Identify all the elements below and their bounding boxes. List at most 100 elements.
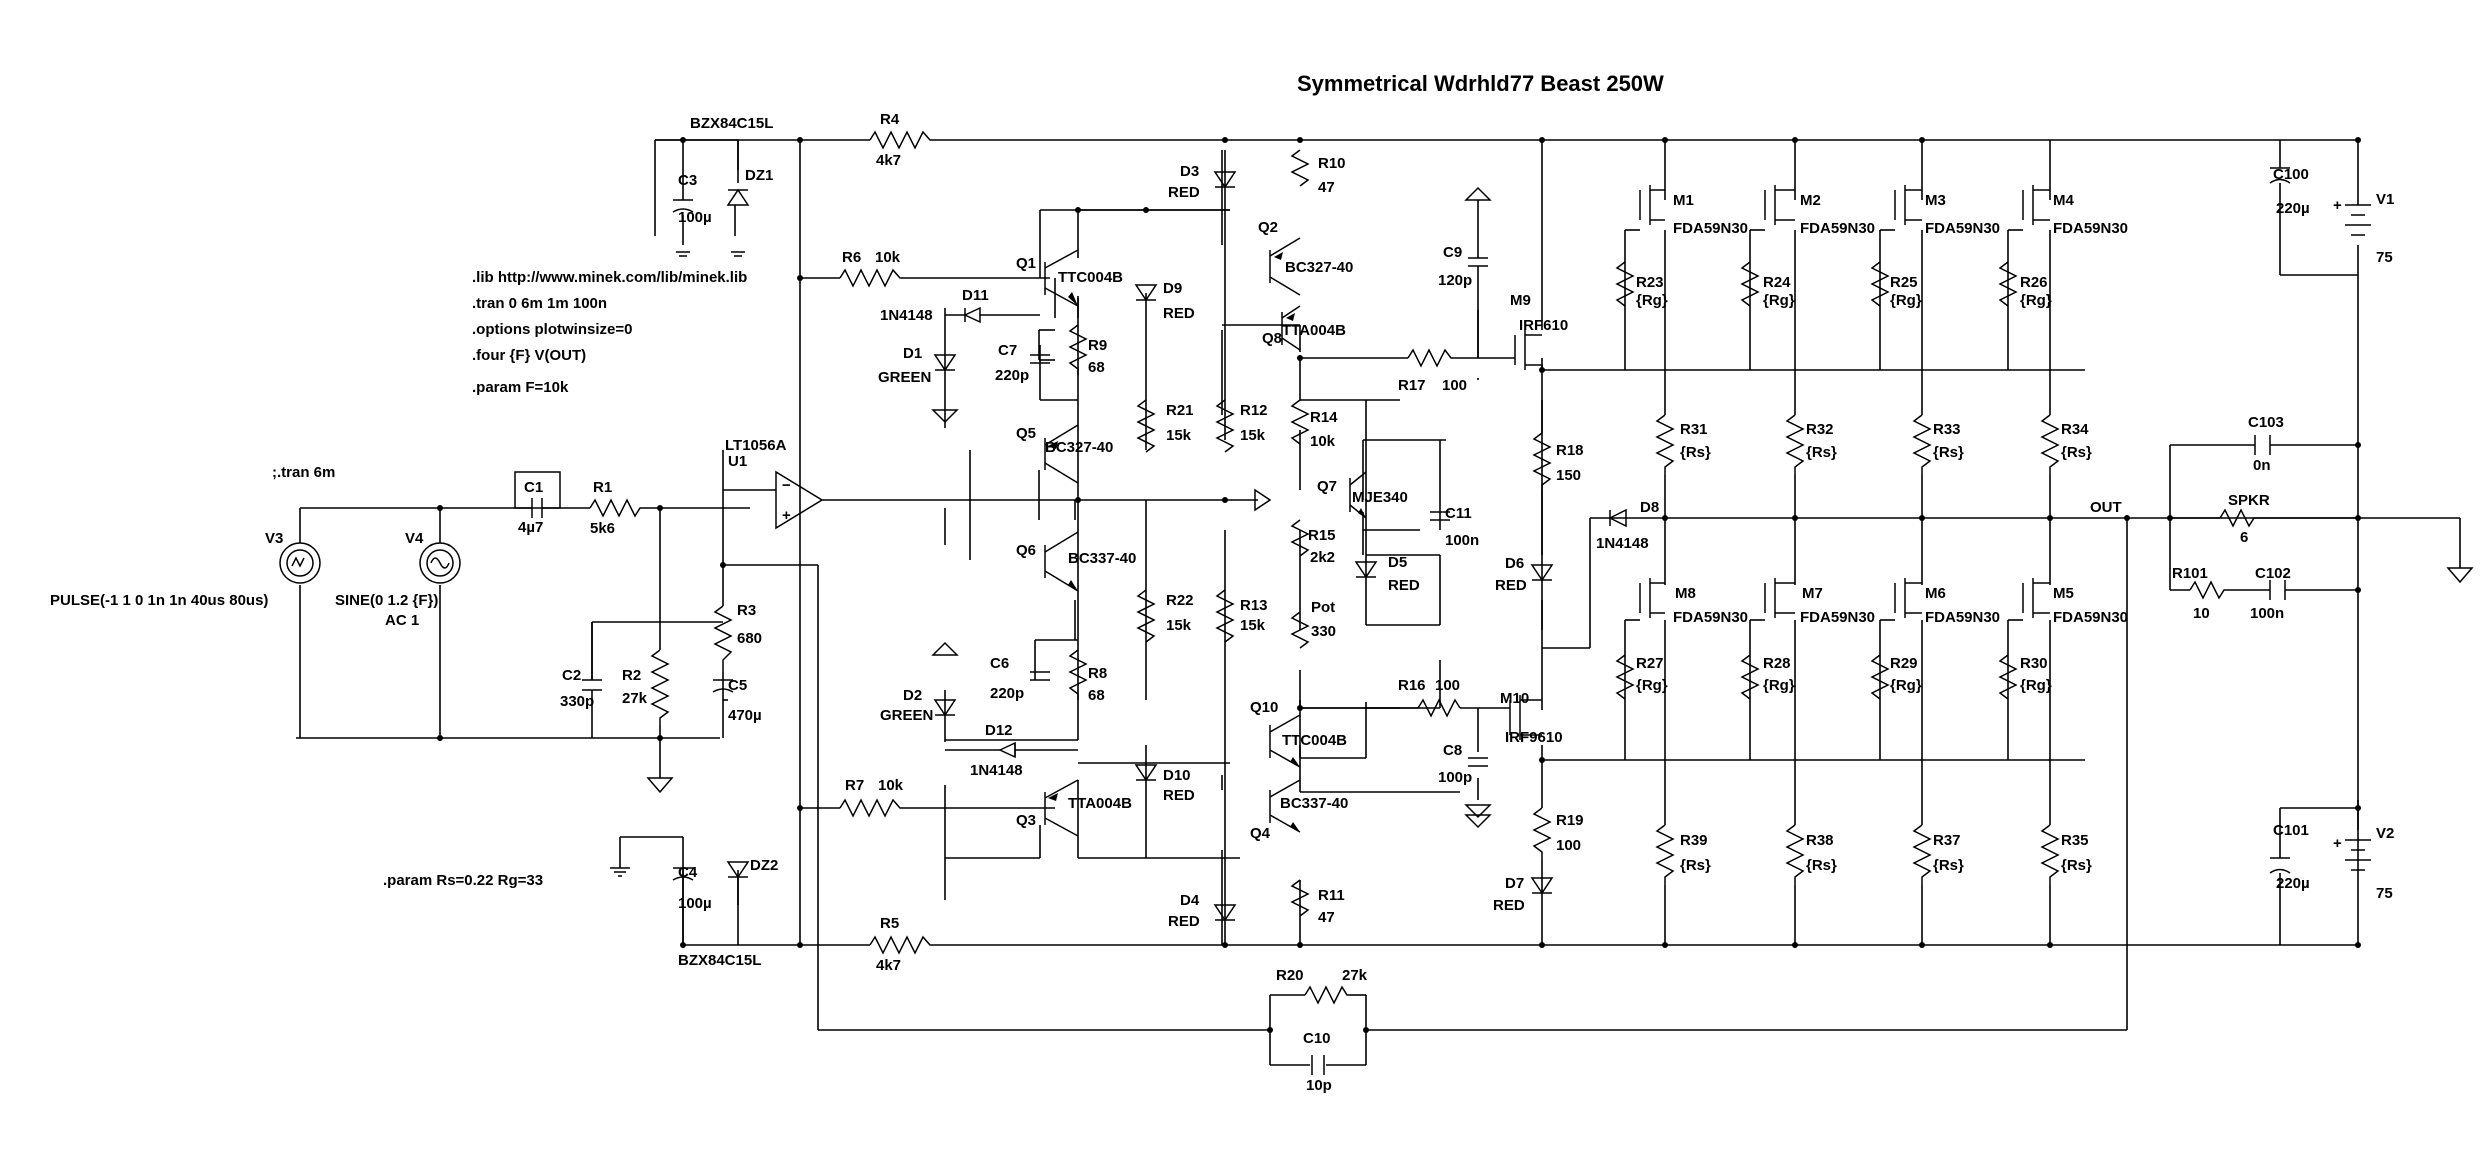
capacitor-C7[interactable]: C7 220p [995,342,1050,384]
resistor-R27-value: {Rg} [1636,677,1668,694]
resistor-R16[interactable]: R16 100 [1398,677,1461,718]
resistor-R17[interactable]: R17 100 [1398,348,1467,394]
capacitor-C9[interactable]: C9 120p [1438,186,1492,358]
transistor-Q2[interactable]: Q2 BC327-40 [1258,219,1353,296]
capacitor-C5[interactable]: C5 470µ [712,677,762,724]
resistor-R14[interactable]: R14 10k [1290,399,1338,450]
resistor-R23[interactable]: R23 {Rg} [1615,261,1668,309]
resistor-R6[interactable]: R6 10k [839,249,910,288]
resistor-R4[interactable]: R4 4k7 [869,111,935,169]
resistor-R39[interactable]: R39 {Rs} [1655,824,1711,885]
led-D4[interactable]: D4 RED [1168,892,1237,930]
battery-V2[interactable]: + V2 75 [2333,825,2394,902]
mosfet-M10[interactable]: M10 IRF9610 [1500,690,1563,746]
capacitor-C11[interactable]: C11 100n [1430,505,1479,549]
resistor-R27[interactable]: R27 {Rg} [1615,654,1668,700]
zener-DZ1[interactable]: DZ1 BZX84C15L [690,115,773,257]
resistor-R19[interactable]: R19 100 [1532,807,1584,860]
transistor-Q6[interactable]: Q6 BC337-40 [1016,531,1136,592]
resistor-R30[interactable]: R30 {Rg} [1998,654,2052,700]
resistor-R20[interactable]: R20 27k [1276,967,1368,1005]
transistor-Q5[interactable]: Q5 BC327-40 [1016,424,1113,484]
resistor-R31[interactable]: R31 {Rs} [1655,414,1711,475]
mosfet-M1[interactable]: M1 FDA59N30 [1639,185,1748,237]
source-V3[interactable]: V3 PULSE(-1 1 0 1n 1n 40us 80us) [50,530,321,609]
mosfet-M8[interactable]: M8 FDA59N30 [1639,578,1748,626]
resistor-R7-value: 10k [878,777,904,794]
battery-V1[interactable]: + V1 75 [2333,191,2394,266]
resistor-R18[interactable]: R18 150 [1532,432,1584,490]
diode-D8[interactable]: D8 1N4148 [1596,499,1659,552]
resistor-R3[interactable]: R3 680 [713,602,762,672]
resistor-R34[interactable]: R34 {Rs} [2040,414,2092,475]
opamp-U1[interactable]: − + LT1056A U1 [725,437,824,530]
resistor-R13[interactable]: R13 15k [1215,589,1268,643]
resistor-R101[interactable]: R101 10 [2172,565,2228,622]
resistor-R24[interactable]: R24 {Rg} [1740,261,1795,309]
transistor-Q3[interactable]: Q3 TTA004B [1016,779,1132,837]
capacitor-C11-ref: C11 [1445,505,1472,522]
resistor-Pot[interactable]: Pot 330 [1290,599,1336,649]
mosfet-M2-ref: M2 [1800,192,1821,209]
capacitor-C101[interactable]: C101 220µ [2269,822,2310,892]
mosfet-M5[interactable]: M5 FDA59N30 [2022,578,2128,626]
capacitor-C10[interactable]: C10 10p [1303,1030,1332,1094]
led-D3[interactable]: D3 RED [1168,163,1237,201]
resistor-R10[interactable]: R10 47 [1290,149,1346,196]
transistor-Q4[interactable]: Q4 BC337-40 [1250,779,1348,842]
led-D7[interactable]: D7 RED [1493,875,1554,914]
resistor-R28[interactable]: R28 {Rg} [1740,654,1795,700]
resistor-R23-ref: R23 [1636,274,1664,291]
mosfet-M2[interactable]: M2 FDA59N30 [1764,185,1875,237]
led-D10[interactable]: D10 RED [1134,764,1195,804]
resistor-R21[interactable]: R21 15k [1136,399,1194,453]
resistor-R32[interactable]: R32 {Rs} [1785,414,1837,475]
speaker-SPKR[interactable]: SPKR 6 [2219,492,2270,546]
resistor-R26[interactable]: R26 {Rg} [1998,261,2052,309]
capacitor-C102[interactable]: C102 100n [2250,565,2291,622]
mosfet-M3[interactable]: M3 FDA59N30 [1894,185,2000,237]
zener-DZ2[interactable]: DZ2 BZX84C15L [678,857,778,969]
capacitor-C3[interactable]: C3 100µ [672,172,712,257]
resistor-R2[interactable]: R2 27k [622,649,670,725]
resistor-R22[interactable]: R22 15k [1136,589,1194,643]
speaker-SPKR-ref: SPKR [2228,492,2270,509]
resistor-R11[interactable]: R11 47 [1290,879,1345,926]
resistor-R9[interactable]: R9 68 [1068,324,1107,376]
diode-D12[interactable]: D12 1N4148 [945,722,1078,779]
capacitor-C2[interactable]: C2 330p [560,622,602,710]
resistor-R37[interactable]: R37 {Rs} [1912,824,1964,885]
resistor-R29[interactable]: R29 {Rg} [1870,654,1922,700]
resistor-R8[interactable]: R8 68 [1068,649,1107,704]
diode-D11[interactable]: D11 1N4148 [880,287,1040,324]
transistor-Q8[interactable]: Q8 TTA004B [1262,305,1346,351]
capacitor-C8[interactable]: C8 100p [1438,742,1492,819]
resistor-R7[interactable]: R7 10k [839,777,910,818]
resistor-R15[interactable]: R15 2k2 [1290,519,1336,566]
transistor-Q7[interactable]: Q7 MJE340 [1317,471,1408,519]
resistor-R1[interactable]: R1 5k6 [589,479,646,537]
resistor-R25[interactable]: R25 {Rg} [1870,261,1922,309]
resistor-R35[interactable]: R35 {Rs} [2040,824,2092,885]
resistor-R12[interactable]: R12 15k [1215,399,1268,453]
mosfet-M6[interactable]: M6 FDA59N30 [1894,578,2000,626]
resistor-R5[interactable]: R5 4k7 [869,915,935,974]
capacitor-C1[interactable]: C1 4µ7 [514,471,561,536]
capacitor-C4[interactable]: C4 100µ [610,864,712,912]
transistor-Q10[interactable]: Q10 TTC004B [1250,699,1347,768]
resistor-R38[interactable]: R38 {Rs} [1785,824,1837,885]
led-D9[interactable]: D9 RED [1134,280,1195,322]
capacitor-C100[interactable]: C100 220µ [2269,166,2310,217]
mosfet-M9[interactable]: M9 IRF610 [1510,292,1568,370]
resistor-R33[interactable]: R33 {Rs} [1912,414,1964,475]
transistor-Q1[interactable]: Q1 TTC004B [1016,249,1123,307]
led-D5[interactable]: D5 RED [1354,554,1420,594]
led-D1[interactable]: D1 GREEN [878,345,957,386]
capacitor-C6[interactable]: C6 220p [990,655,1050,702]
mosfet-M7[interactable]: M7 FDA59N30 [1764,578,1875,626]
capacitor-C103[interactable]: C103 0n [2248,414,2284,474]
led-D6[interactable]: D6 RED [1495,555,1554,594]
mosfet-M4[interactable]: M4 FDA59N30 [2022,185,2128,237]
led-D2[interactable]: D2 GREEN [880,687,957,724]
source-V4[interactable]: V4 SINE(0 1.2 {F}) AC 1 [335,530,461,629]
